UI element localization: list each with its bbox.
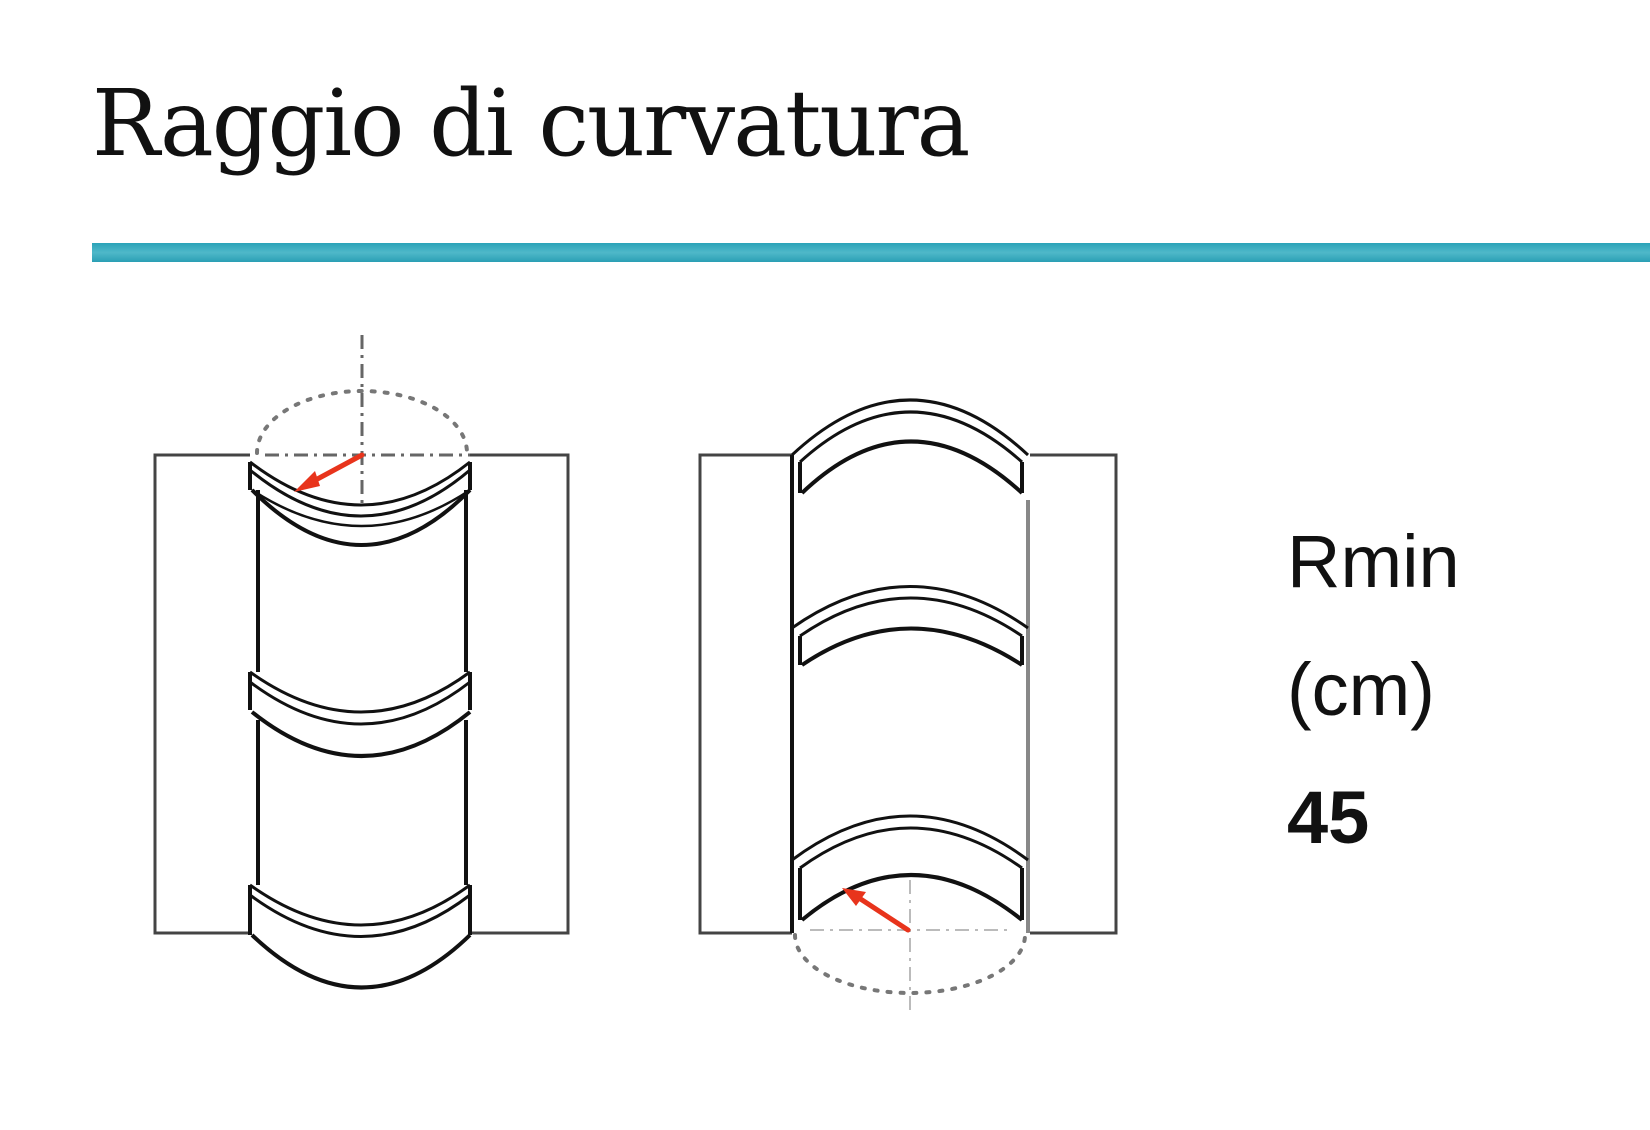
page-title: Raggio di curvatura bbox=[92, 70, 970, 177]
spec-label: Rmin bbox=[1287, 520, 1460, 603]
spec-unit: (cm) bbox=[1287, 648, 1435, 731]
radius-circle-top bbox=[255, 389, 469, 455]
radius-arrow-icon bbox=[294, 452, 365, 492]
title-divider bbox=[92, 243, 1650, 262]
radius-spec: Rmin (cm) 45 bbox=[1287, 498, 1460, 882]
spec-value: 45 bbox=[1287, 776, 1370, 859]
